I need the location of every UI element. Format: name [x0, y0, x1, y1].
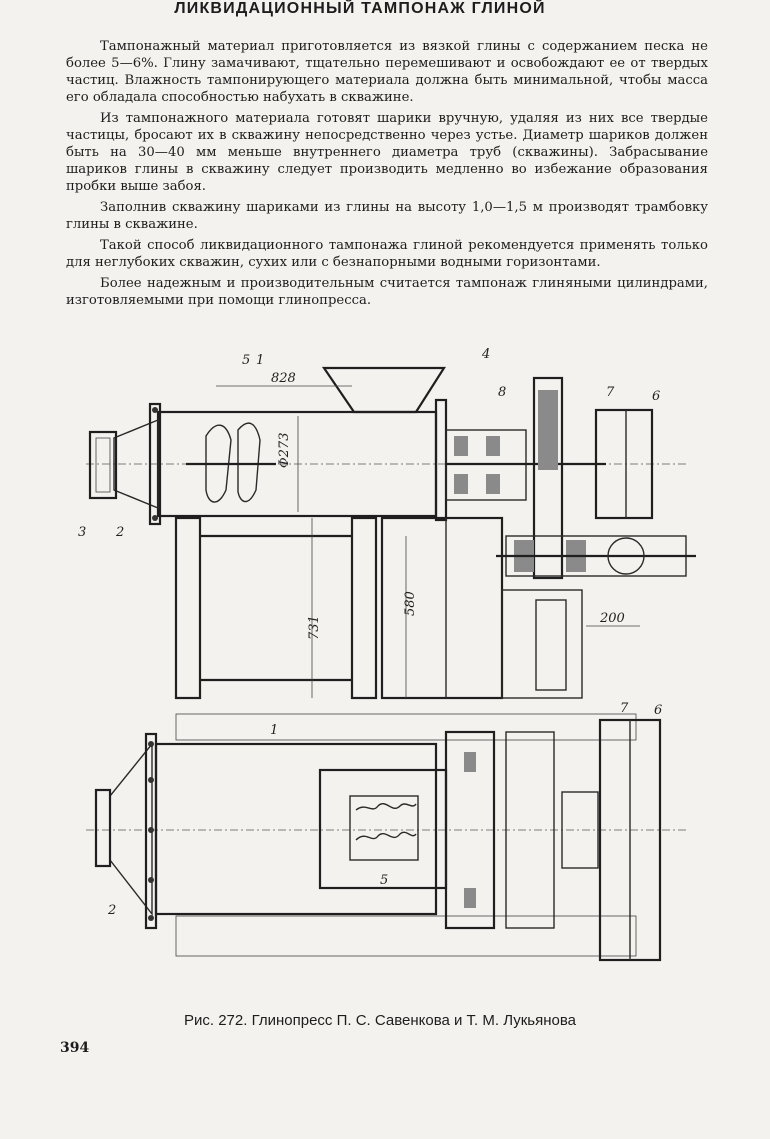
part-label-3: 3	[78, 525, 86, 540]
figure-caption: Рис. 272. Глинопресс П. С. Савенкова и Т…	[183, 1012, 577, 1029]
part-label-5: 5	[242, 353, 250, 368]
hopper	[321, 366, 447, 414]
plan-part-label-7: 7	[620, 701, 629, 716]
nozzle-mouth	[88, 430, 118, 500]
plan-part-label-1: 1	[270, 723, 278, 738]
dim-width: 200	[599, 611, 625, 626]
paragraph-4: Такой способ ликвидационного тампонажа г…	[66, 238, 708, 270]
paragraph-5: Более надежным и производительным считае…	[66, 276, 708, 308]
plan-hopper-opening	[318, 768, 448, 890]
drive-housing	[434, 398, 448, 522]
page-number: 394	[60, 1040, 90, 1056]
plan-cylinder	[154, 742, 438, 916]
plan-part-label-2: 2	[107, 903, 116, 918]
part-label-1: 1	[256, 353, 264, 368]
dim-height-total: 731	[307, 615, 322, 640]
part-label-2: 2	[115, 525, 124, 540]
part-label-8: 8	[498, 385, 506, 400]
paragraph-1: Тампонажный материал приготовляется из в…	[66, 39, 708, 105]
dim-height: 580	[403, 591, 418, 616]
dim-diameter: Φ273	[277, 433, 292, 468]
nozzle-cone	[113, 418, 159, 510]
auger-blades	[186, 422, 276, 503]
part-label-7: 7	[606, 385, 615, 400]
body-text: Тампонажный материал приготовляется из в…	[66, 38, 708, 313]
pulley	[594, 408, 654, 520]
plan-part-label-5: 5	[380, 873, 388, 888]
part-label-6: 6	[652, 389, 660, 404]
gear-column	[532, 376, 564, 580]
part-label-4: 4	[481, 347, 490, 362]
paragraph-3: Заполнив скважину шариками из глины на в…	[66, 200, 708, 232]
dim-length: 828	[271, 371, 296, 386]
paragraph-2: Из тампонажного материала готовят шарики…	[66, 111, 708, 194]
clay-press-drawing: 828 Φ273	[78, 347, 696, 962]
cylinder-flange	[148, 402, 162, 526]
plan-part-label-6: 6	[654, 703, 662, 718]
plan-gear-frame	[444, 730, 496, 930]
section-title: ЛИКВИДАЦИОННЫЙ ТАМПОНАЖ ГЛИНОЙ	[174, 0, 546, 17]
stand-frame	[174, 516, 583, 700]
